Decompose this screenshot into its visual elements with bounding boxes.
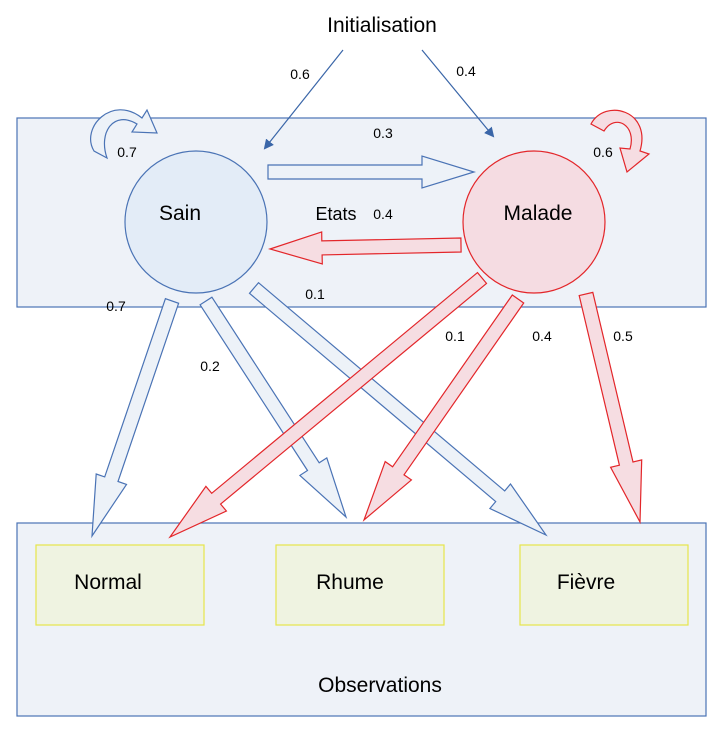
self-loop-sain (90, 108, 158, 160)
states-box-label: Etats (315, 204, 356, 224)
title-label: Initialisation (327, 14, 437, 37)
observation-label-rhume: Rhume (316, 571, 384, 594)
prob-sain-normal: 0.7 (106, 298, 126, 314)
state-label-malade: Malade (504, 202, 573, 225)
observation-box-rhume (275, 544, 445, 626)
observation-label-normal: Normal (74, 571, 142, 594)
prob-sain-malade: 0.3 (373, 125, 393, 141)
prob-sain-rhume: 0.2 (200, 358, 220, 374)
arrow-malade-to-rhume (362, 294, 525, 522)
state-sain (124, 150, 268, 294)
observation-label-fievre: Fièvre (557, 571, 615, 594)
state-malade (462, 150, 606, 294)
prob-malade-fievre: 0.5 (613, 328, 633, 344)
arrow-malade-to-fievre (578, 291, 643, 525)
prob-sain-fievre: 0.1 (305, 286, 325, 302)
init-arrow-sain (263, 49, 344, 150)
arrow-malade-to-normal (168, 271, 488, 539)
observations-box-label: Observations (318, 674, 442, 697)
arrow-sain-to-fievre (248, 281, 548, 537)
arrow-malade-to-sain (267, 231, 462, 265)
state-label-sain: Sain (159, 202, 201, 225)
prob-malade-sain: 0.4 (373, 206, 393, 222)
prob-malade-rhume: 0.4 (532, 328, 552, 344)
prob-malade-malade: 0.6 (593, 144, 613, 160)
prob-malade-normal: 0.1 (445, 328, 465, 344)
init-arrow-malade (421, 49, 495, 138)
prob-init-sain: 0.6 (290, 66, 310, 82)
arrow-sain-to-normal (91, 297, 180, 539)
arrow-sain-to-malade (267, 155, 477, 189)
prob-init-malade: 0.4 (456, 63, 476, 79)
observation-box-fievre (519, 544, 689, 626)
prob-sain-sain: 0.7 (117, 144, 137, 160)
self-loop-malade (590, 109, 651, 174)
arrow-sain-to-rhume (199, 296, 348, 519)
observation-box-normal (35, 544, 205, 626)
